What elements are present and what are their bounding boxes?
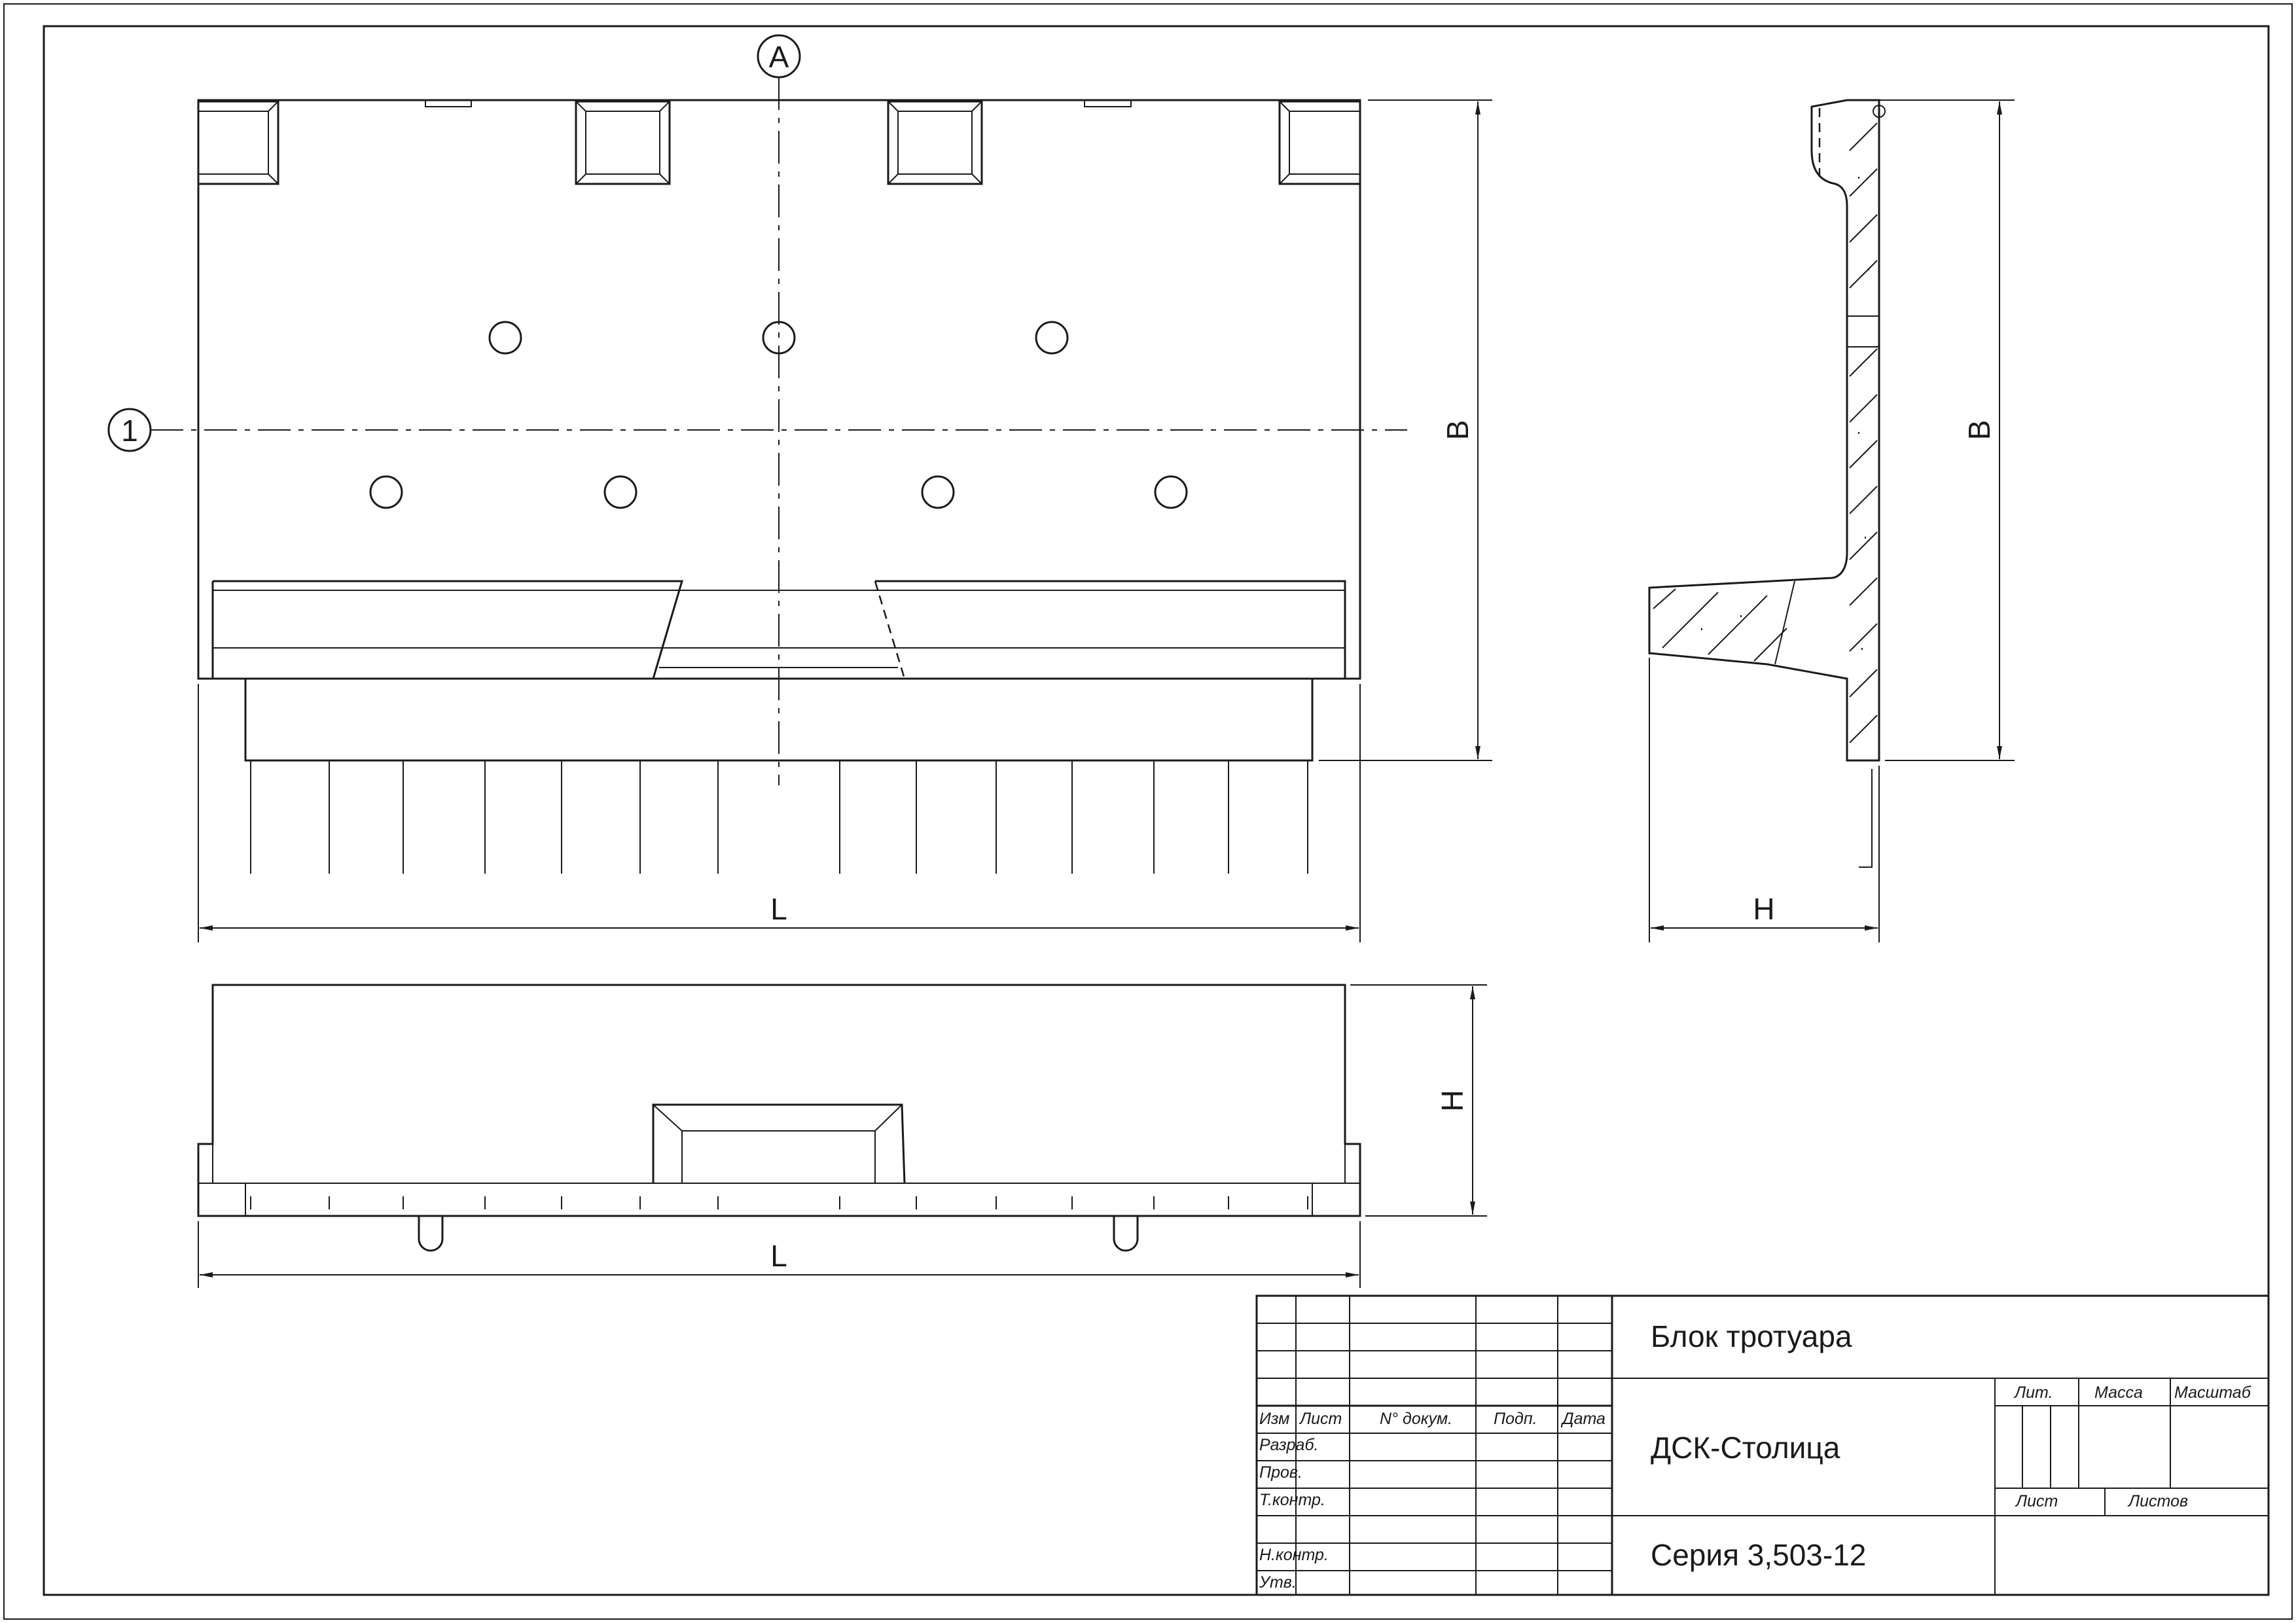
series-number: Серия 3,503-12 (1651, 1538, 1866, 1572)
top-tab-right (1084, 100, 1132, 107)
hole (488, 321, 522, 355)
plan-dim-l-ext (198, 1221, 1361, 1288)
axis-1-label: 1 (121, 414, 138, 448)
hole (921, 475, 955, 509)
plan-dim-l-label: L (770, 1239, 787, 1273)
row-tkontr: Т.контр. (1259, 1491, 1325, 1509)
plan-dim-h-label: H (1435, 1090, 1469, 1111)
title-block-bold (1257, 1296, 1613, 1595)
plan-ticks (250, 1196, 1308, 1209)
hole (603, 475, 637, 509)
side-dim-h-label: H (1753, 892, 1774, 926)
side-dim-h-ext (1649, 658, 1880, 942)
lifting-pocket-1 (198, 100, 279, 185)
section-hatch (1653, 122, 1878, 743)
side-dim-b-label: B (1962, 420, 1996, 440)
top-tab-left (425, 100, 472, 107)
outer-frame (3, 3, 2293, 1620)
info-sheet: Лист (2015, 1492, 2058, 1510)
title-block-frame (1255, 1294, 2270, 1596)
ledge-hidden (652, 580, 906, 679)
hole (1035, 321, 1069, 355)
inner-frame (43, 25, 2270, 1596)
section-leader (1859, 769, 1873, 868)
front-view: A 1 B L (107, 34, 1492, 942)
section-web (1774, 315, 1879, 665)
side-dim-b-ext (1879, 99, 2015, 761)
dim-l-label: L (770, 892, 787, 926)
drawing-title: Блок тротуара (1651, 1319, 1852, 1353)
row-nkontr: Н.контр. (1259, 1546, 1329, 1564)
col-list: Лист (1299, 1410, 1342, 1428)
plan-lug-left (418, 1216, 444, 1252)
bottom-plate (244, 679, 1314, 762)
rebar-lines (250, 760, 1308, 874)
dim-l-ext (198, 684, 1361, 942)
hole (1154, 475, 1188, 509)
info-sheets: Листов (2127, 1492, 2188, 1510)
row-prov: Пров. (1259, 1463, 1302, 1482)
col-doc: N° докум. (1380, 1410, 1452, 1428)
organization-name: ДСК-Столица (1651, 1431, 1840, 1465)
section-outline (1648, 99, 1880, 762)
col-date: Дата (1560, 1410, 1605, 1428)
title-block: Изм Лист N° докум. Подп. Дата Разраб. Пр… (1255, 1294, 2270, 1596)
info-lit: Лит. (2013, 1383, 2053, 1402)
col-izm: Изм (1259, 1410, 1289, 1428)
side-section: B H (1648, 99, 2015, 942)
plan-dim-h-ext (1350, 984, 1487, 1217)
col-sign: Подп. (1494, 1410, 1537, 1428)
dim-b-ext (1319, 99, 1492, 761)
axis-a-bubble (757, 34, 801, 79)
axis-a-label: A (769, 40, 789, 74)
row-utv: Утв. (1259, 1573, 1297, 1592)
plan-lines (198, 985, 1360, 1216)
lifting-pocket-2 (575, 100, 671, 185)
section-hidden (1648, 108, 1821, 654)
axis-1-bubble (107, 408, 152, 452)
lifting-pocket-4 (1278, 100, 1360, 185)
plan-lug-right (1113, 1216, 1139, 1252)
lifting-pocket-3 (887, 100, 983, 185)
plan-recess-inner (653, 1104, 903, 1183)
plan-view: H L (197, 984, 1487, 1288)
plan-recess (652, 1103, 906, 1184)
hole (369, 475, 403, 509)
dim-b-label: B (1441, 420, 1475, 440)
plan-outline (197, 984, 1361, 1217)
row-razrab: Разраб. (1259, 1436, 1318, 1454)
section-dots (1701, 177, 1869, 650)
front-outline (197, 99, 1361, 680)
info-scale: Масштаб (2174, 1383, 2251, 1402)
info-mass: Масса (2094, 1383, 2143, 1402)
section-notch (1873, 105, 1886, 118)
